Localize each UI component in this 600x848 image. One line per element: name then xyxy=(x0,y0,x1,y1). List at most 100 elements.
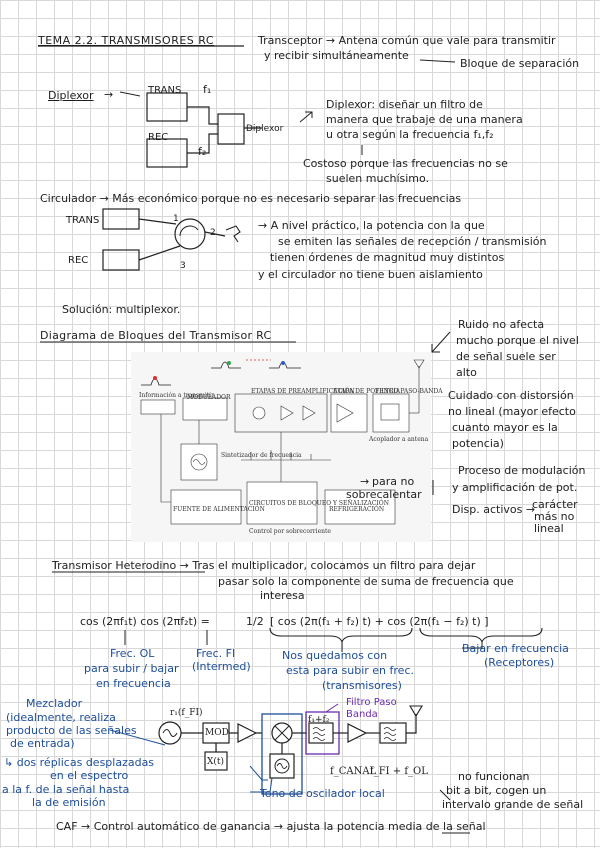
amp-triangle xyxy=(237,723,258,743)
fig-acoplador-label: Acoplador a antena xyxy=(369,436,429,443)
side-note-2: mucho porque el nivel xyxy=(456,334,579,347)
port-3: 3 xyxy=(180,261,186,271)
nos-quedamos-1: Nos quedamos con xyxy=(282,649,388,662)
mezclador-line-6: a la f. de la señal hasta xyxy=(2,783,130,796)
mixer-highlight-box xyxy=(261,713,303,795)
filtro-paso-banda-label: Filtro Paso Banda xyxy=(346,697,397,720)
bajar-2: (Receptores) xyxy=(484,656,555,669)
no-funcionan-3: intervalo grande de señal xyxy=(442,798,584,811)
page-title: TEMA 2.2. TRANSMISORES RC xyxy=(38,34,215,47)
fcalc-label: f_FI + f_OL xyxy=(370,766,428,777)
heterodino-line2: pasar solo la componente de suma de frec… xyxy=(218,575,514,588)
diplexor-note-4: Costoso porque las frecuencias no se xyxy=(303,157,508,170)
diplexor-box xyxy=(217,113,245,145)
side-note-6: no lineal (mayor efecto xyxy=(448,405,576,418)
diplexor-note-3: u otra según la frecuencia f₁,f₂ xyxy=(326,128,494,141)
side-note-1: Ruido no afecta xyxy=(458,318,545,331)
fsum-label: f₁+f₂ xyxy=(308,715,330,725)
mezclador-line-1: (idealmente, realiza xyxy=(6,711,116,724)
circ-note-2: se emiten las señales de recepción / tra… xyxy=(278,235,547,248)
para-no: para no xyxy=(372,475,415,488)
fig-sint-label: Sintetizador de frecuencia xyxy=(221,452,302,459)
circ-trans-box xyxy=(102,208,140,230)
side-note-12: carácter xyxy=(532,498,578,511)
circulador-line: Circulador → Más económico porque no es … xyxy=(40,192,462,205)
side-note-8: potencia) xyxy=(452,437,504,450)
fig-mod-label: MODULADOR xyxy=(187,394,231,401)
rec-label: REC xyxy=(148,132,169,143)
transceptor-line2: y recibir simultáneamente xyxy=(264,49,409,62)
caf-line: CAF → Control automático de ganancia → a… xyxy=(56,820,486,833)
xt-label: X(t) xyxy=(207,757,225,767)
heterodino-line1: Transmisor Heterodino → Tras el multipli… xyxy=(52,559,476,572)
arrow-glyph: → xyxy=(104,88,114,101)
side-note-10: y amplificación de pot. xyxy=(452,481,578,494)
antenna-icon xyxy=(409,705,423,718)
circ-trans-label: TRANS xyxy=(66,215,100,226)
side-note-4: alto xyxy=(456,366,477,379)
fig-fuente-label: FUENTE DE ALIMENTACIÓN xyxy=(173,506,265,513)
formula-rhs: [ cos (2π(f₁ + f₂) t) + cos (2π(f₁ − f₂)… xyxy=(270,615,489,628)
no-funcionan-1: no funcionan xyxy=(458,770,530,783)
side-note-13: más no xyxy=(534,510,575,523)
side-note-3: de señal suele ser xyxy=(456,350,556,363)
side-note-5: Cuidado con distorsión xyxy=(448,389,574,402)
fig-preamp-label: ETAPAS DE PREAMPLIFICACIÓN xyxy=(251,388,355,395)
heterodino-line3: interesa xyxy=(260,589,305,602)
circ-note-3: tienen órdenes de magnitud muy distintos xyxy=(270,251,505,264)
diagrama-title: Diagrama de Bloques del Transmisor RC xyxy=(40,329,272,342)
nos-quedamos-3: (transmisores) xyxy=(322,679,402,692)
mezclador-title: Mezclador xyxy=(26,697,83,710)
diplexor-note-2: manera que trabaje de una manera xyxy=(326,113,523,126)
side-note-7: cuanto mayor es la xyxy=(452,421,558,434)
circ-rec-box xyxy=(102,249,140,271)
fig-circuitos-label: CIRCUITOS DE BLOQUEO Y SEÑALIZACIÓN xyxy=(249,500,389,507)
diplexor-heading: Diplexor xyxy=(48,89,94,102)
diplexor-note-5: suelen muchísimo. xyxy=(326,172,430,185)
fig-filtro-label: FILTRO PASO-BANDA xyxy=(375,388,443,395)
frec-fi-2: (Intermed) xyxy=(192,660,251,673)
nos-quedamos-2: esta para subir en frec. xyxy=(286,664,414,677)
mezclador-line-3: de entrada) xyxy=(10,737,75,750)
formula-half: 1/2 xyxy=(246,615,264,628)
diplexor-note-1: Diplexor: diseñar un filtro de xyxy=(326,98,483,111)
trans-label: TRANS xyxy=(148,85,182,96)
mezclador-line-5: en el espectro xyxy=(50,769,129,782)
fi-source-label: r₁(f_FI) xyxy=(170,708,203,718)
circ-rec-label: REC xyxy=(68,255,89,266)
mezclador-line-2: producto de las señales xyxy=(6,724,137,737)
power-amp-triangle xyxy=(347,723,368,743)
bloque-separacion: Bloque de separación xyxy=(460,57,580,70)
transmitter-block-diagram-figure: Información a transmitir MODULADOR ETAPA… xyxy=(131,352,443,542)
fig-control-label: Control por sobrecorriente xyxy=(249,528,331,535)
mezclador-line-7: la de emisión xyxy=(32,796,106,809)
fig-potencia-label: ETAPA DE POTENCIA xyxy=(333,388,401,395)
figure-drawing xyxy=(131,352,431,542)
side-note-14: lineal xyxy=(534,522,564,535)
solucion: Solución: multiplexor. xyxy=(62,303,181,316)
arrow-glyph: → xyxy=(360,475,370,488)
bajar-1: Bajar en frecuencia xyxy=(462,642,569,655)
f2-label: f₂ xyxy=(198,145,207,158)
fig-info-label: Información a transmitir xyxy=(139,392,214,399)
side-note-11: Disp. activos → xyxy=(452,503,536,516)
circ-note-4: y el circulador no tiene buen aislamient… xyxy=(258,268,483,281)
side-note-9: Proceso de modulación xyxy=(458,464,586,477)
fcanal-label: f_CANAL xyxy=(330,766,377,777)
arrow-bloque xyxy=(419,59,456,63)
output-filter-box xyxy=(379,722,407,744)
circ-note-1: → A nivel práctico, la potencia con la q… xyxy=(258,219,485,232)
fig-refrig-label: REFRIGERACIÓN xyxy=(329,506,385,513)
transceptor-line1: Transceptor → Antena común que vale para… xyxy=(258,34,556,47)
mezclador-line-4: ↳ dos réplicas desplazadas xyxy=(4,756,155,769)
port-2: 2 xyxy=(210,228,216,238)
mod-label: MOD xyxy=(205,728,229,738)
port-1: 1 xyxy=(173,214,179,224)
trans-box xyxy=(146,92,188,122)
formula-lhs: cos (2πf₁t) cos (2πf₂t) = xyxy=(80,615,210,628)
diplexor-box-label: Diplexor xyxy=(246,124,284,134)
no-funcionan-2: bit a bit, cogen un xyxy=(446,784,547,797)
tono-label: Tono de oscilador local xyxy=(260,787,385,800)
frec-ol-3: en frecuencia xyxy=(96,677,171,690)
